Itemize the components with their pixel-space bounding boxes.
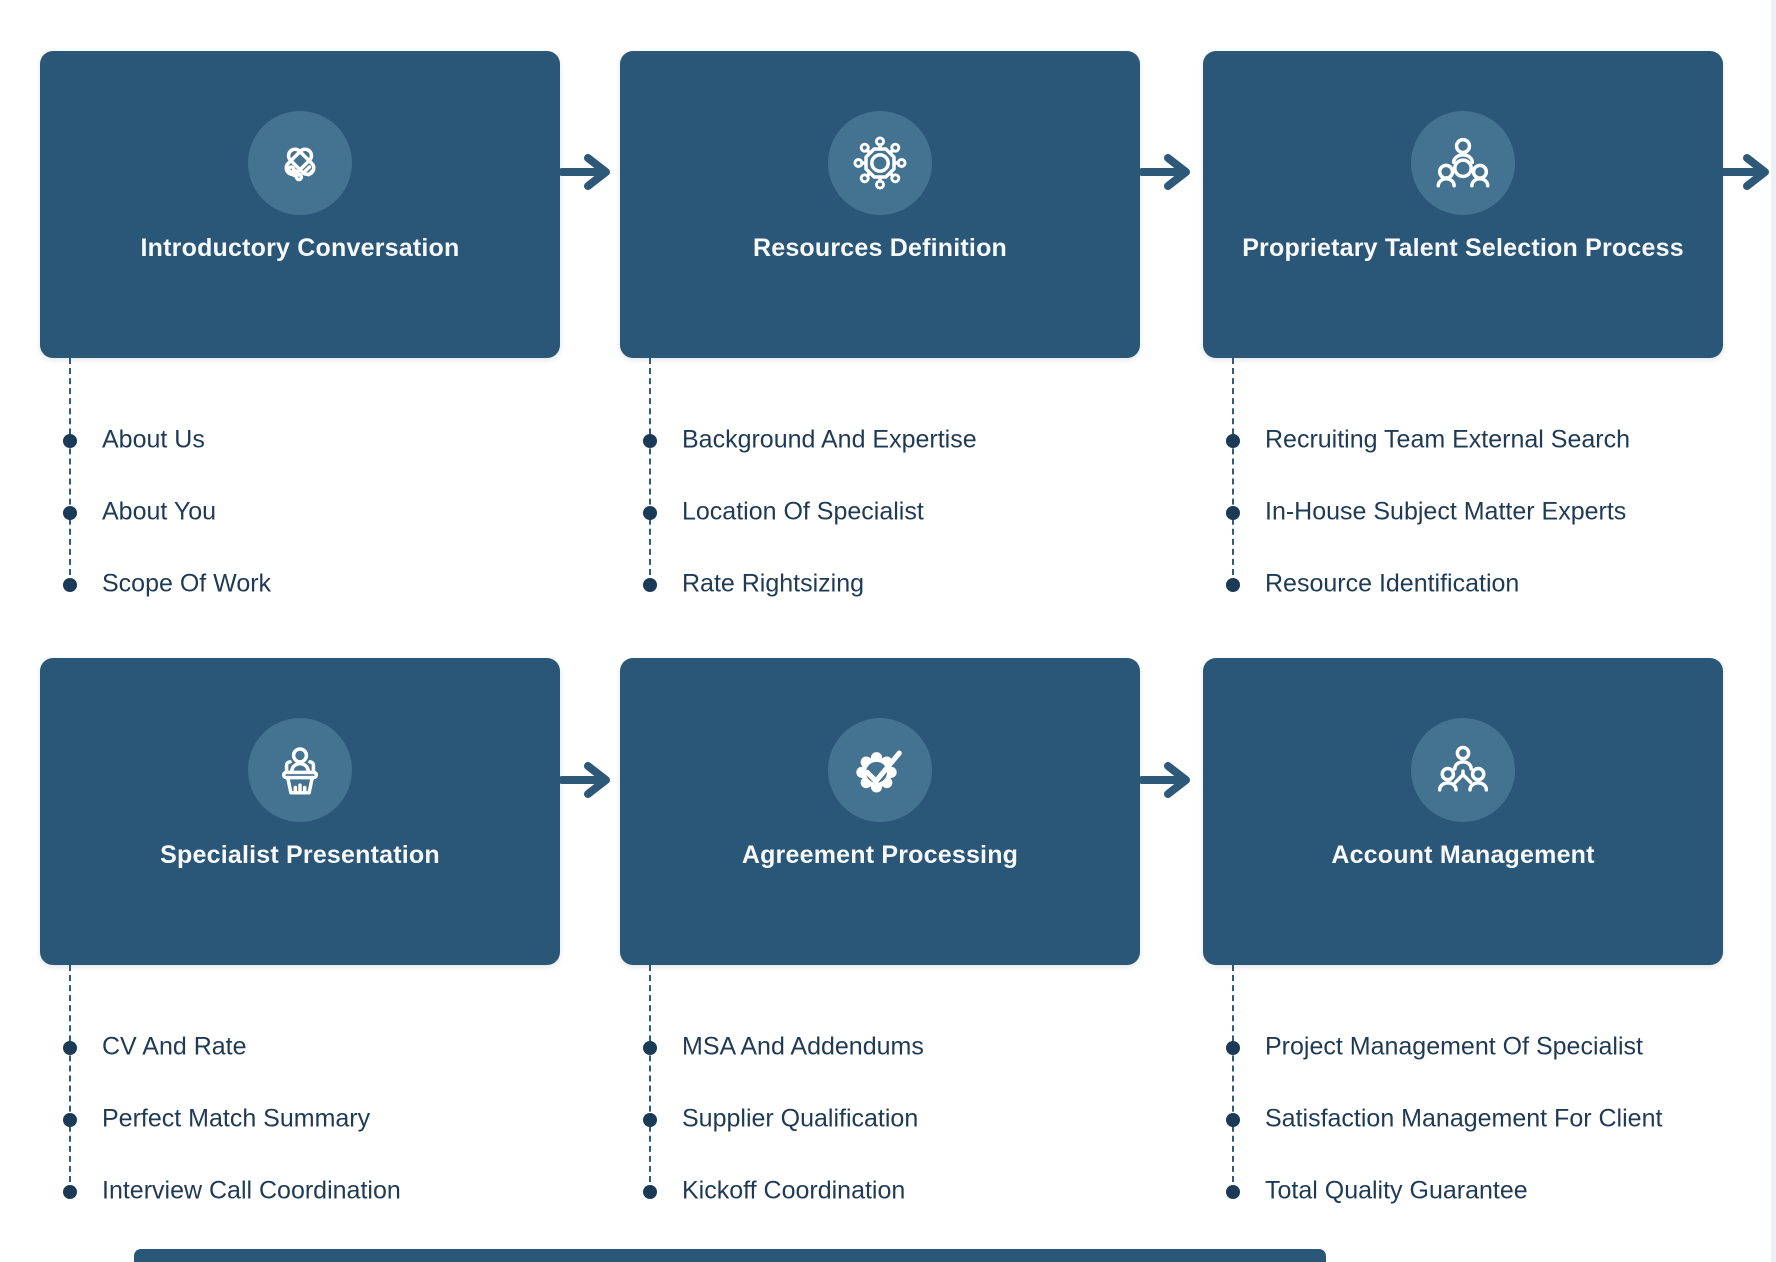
bullet-dot	[643, 1113, 657, 1127]
bullet-list-specialist-presentation: CV And Rate Perfect Match Summary Interv…	[40, 965, 560, 1262]
bullet-dot	[643, 1185, 657, 1199]
step-title: Account Management	[1331, 841, 1595, 869]
vertical-scrollbar-track[interactable]	[1771, 0, 1776, 1262]
step-card-resources-definition: Resources Definition	[620, 51, 1140, 358]
bullet-label: Total Quality Guarantee	[1265, 1176, 1528, 1205]
gear-network-icon	[853, 136, 907, 190]
arrow-step4-to-step5	[560, 762, 610, 798]
step-title: Agreement Processing	[741, 841, 1019, 869]
dashed-connector-line	[649, 965, 651, 1192]
step-card-agreement-processing: Agreement Processing	[620, 658, 1140, 965]
bullet-dot	[1226, 1113, 1240, 1127]
arrow-step5-to-step6	[1140, 762, 1190, 798]
step-card-proprietary-talent-selection: Proprietary Talent Selection Process	[1203, 51, 1723, 358]
bullet-label: Kickoff Coordination	[682, 1176, 906, 1205]
org-chart-icon	[1437, 745, 1489, 792]
bullet-dot	[63, 578, 77, 592]
step-title: Introductory Conversation	[140, 234, 460, 262]
dashed-connector-line	[1232, 965, 1234, 1192]
bullet-label: Resource Identification	[1265, 569, 1520, 598]
step-title: Specialist Presentation	[160, 841, 440, 869]
bullet-list-agreement-processing: MSA And Addendums Supplier Qualification…	[620, 965, 1140, 1262]
arrow-step2-to-step3	[1140, 154, 1190, 190]
dashed-connector-line	[649, 358, 651, 585]
bullet-dot	[63, 1041, 77, 1055]
bullet-dot	[643, 578, 657, 592]
bullet-dot	[643, 506, 657, 520]
bullet-dot	[643, 1041, 657, 1055]
bullet-label: Perfect Match Summary	[102, 1104, 371, 1133]
bullet-dot	[1226, 434, 1240, 448]
step-card-introductory-conversation: Introductory Conversation	[40, 51, 560, 358]
bullet-label: Project Management Of Specialist	[1265, 1032, 1643, 1061]
bullet-label: About Us	[102, 425, 205, 454]
bullet-dot	[63, 1185, 77, 1199]
step-card-specialist-presentation: Specialist Presentation	[40, 658, 560, 965]
podium-speaker-icon	[281, 747, 319, 795]
dashed-connector-line	[69, 358, 71, 585]
bullet-label: Rate Rightsizing	[682, 569, 865, 598]
bullet-list-resources-definition: Background And Expertise Location Of Spe…	[620, 358, 1140, 658]
meeting-people-icon	[1436, 137, 1490, 188]
dashed-connector-line	[1232, 358, 1234, 585]
bullet-label: Scope Of Work	[102, 569, 272, 598]
bullet-dot	[63, 1113, 77, 1127]
icon-circle	[828, 718, 932, 822]
dashed-connector-line	[69, 965, 71, 1192]
bullet-dot	[1226, 1185, 1240, 1199]
horizontal-scrollbar-thumb[interactable]	[134, 1249, 1326, 1262]
bullet-label: Interview Call Coordination	[102, 1176, 401, 1205]
bullet-list-proprietary-talent-selection: Recruiting Team External Search In-House…	[1203, 358, 1723, 658]
bullet-dot	[1226, 578, 1240, 592]
icon-circle	[828, 111, 932, 215]
bullet-label: MSA And Addendums	[682, 1032, 924, 1061]
bullet-label: In-House Subject Matter Experts	[1265, 497, 1627, 526]
bullet-label: CV And Rate	[102, 1032, 247, 1061]
icon-circle	[1411, 111, 1515, 215]
gear-check-icon	[856, 750, 902, 793]
bullet-label: Recruiting Team External Search	[1265, 425, 1630, 454]
bullet-dot	[63, 506, 77, 520]
icon-circle	[248, 111, 352, 215]
bullet-label: Location Of Specialist	[682, 497, 924, 526]
step-title: Proprietary Talent Selection Process	[1242, 234, 1684, 262]
bullet-label: Background And Expertise	[682, 425, 977, 454]
arrow-step3-to-next-row	[1723, 154, 1769, 190]
bullet-label: Satisfaction Management For Client	[1265, 1104, 1663, 1133]
icon-circle	[248, 718, 352, 822]
bullet-label: About You	[102, 497, 217, 526]
handshake-icon	[284, 147, 316, 182]
bullet-list-account-management: Project Management Of Specialist Satisfa…	[1203, 965, 1723, 1262]
arrow-step1-to-step2	[560, 154, 610, 190]
bullet-dot	[1226, 1041, 1240, 1055]
bullet-dot	[643, 434, 657, 448]
bullet-dot	[63, 434, 77, 448]
step-title: Resources Definition	[752, 234, 1008, 262]
bullet-label: Supplier Qualification	[682, 1104, 919, 1133]
icon-circle	[1411, 718, 1515, 822]
bullet-dot	[1226, 506, 1240, 520]
bullet-list-introductory-conversation: About Us About You Scope Of Work	[40, 358, 560, 658]
step-card-account-management: Account Management	[1203, 658, 1723, 965]
